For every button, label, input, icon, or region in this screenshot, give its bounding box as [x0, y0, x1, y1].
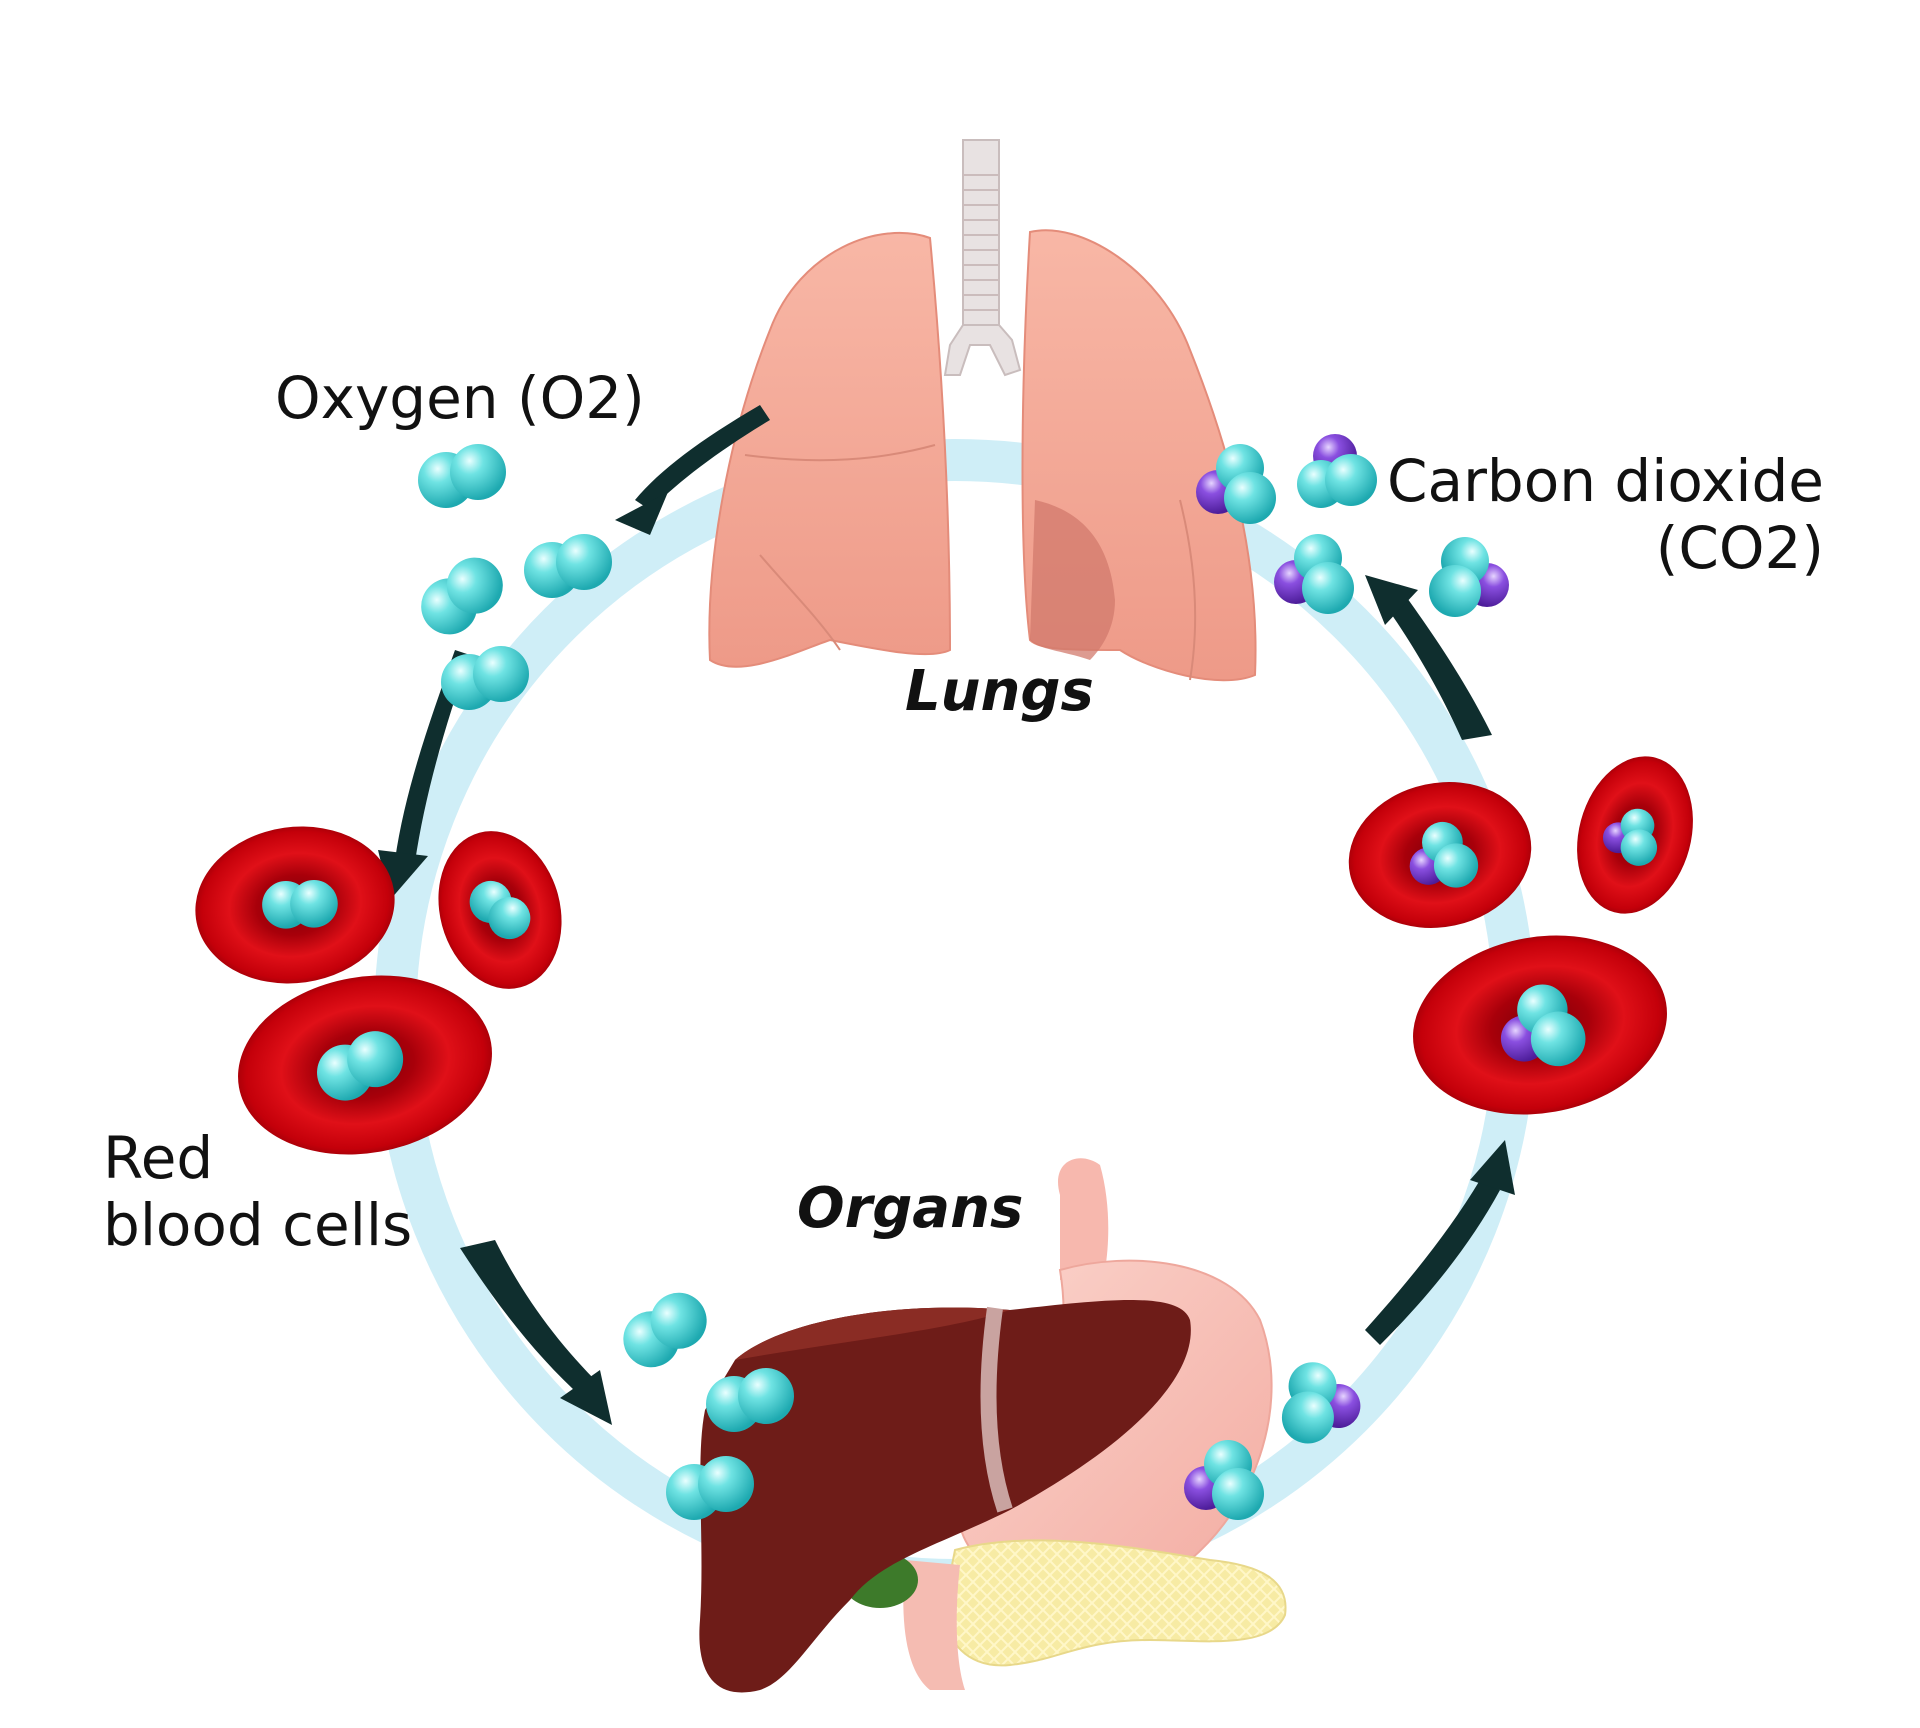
red-blood-cell-icon: [438, 831, 562, 989]
red-blood-cells-label: Red blood cells: [103, 1125, 412, 1258]
liver: [699, 1300, 1191, 1693]
arrow-cells-to-lungs: [1365, 575, 1492, 740]
lungs-label: Lungs: [905, 659, 1094, 724]
carbon-dioxide-label-line2: (CO2): [1655, 513, 1824, 582]
duodenum: [903, 1560, 965, 1690]
arrow-lungs-to-cells-1: [615, 405, 770, 535]
arrow-cells-to-organs: [460, 1240, 612, 1425]
oxygen-molecule-icon: [408, 548, 516, 644]
pancreas: [943, 1539, 1287, 1667]
esophagus: [1058, 1158, 1109, 1280]
arrow-organs-to-cells: [1365, 1140, 1515, 1345]
red-blood-cells-label-line1: Red: [103, 1124, 214, 1192]
carbon-dioxide-label-line1: Carbon dioxide: [1387, 447, 1824, 515]
trachea: [943, 139, 1022, 377]
red-blood-cells-label-line2: blood cells: [103, 1190, 413, 1259]
red-blood-cells-oxygen: [195, 826, 562, 1155]
red-blood-cell-icon: [1413, 935, 1667, 1115]
red-blood-cell-icon: [195, 826, 395, 984]
co2-molecule-icon: [1297, 434, 1377, 508]
oxygen-label: Oxygen (O2): [275, 364, 645, 432]
lungs-illustration: [708, 229, 1257, 682]
red-blood-cell-icon: [1577, 756, 1693, 914]
oxygen-molecule-icon: [418, 444, 506, 508]
red-blood-cells-co2: [1348, 756, 1693, 1115]
organs-label: Organs: [797, 1176, 1024, 1241]
red-blood-cell-icon: [238, 975, 492, 1155]
organs-illustration: [699, 1158, 1287, 1693]
red-blood-cell-icon: [1348, 782, 1532, 928]
carbon-dioxide-label: Carbon dioxide (CO2): [1387, 448, 1824, 581]
oxygen-molecule-icon: [612, 1284, 718, 1376]
